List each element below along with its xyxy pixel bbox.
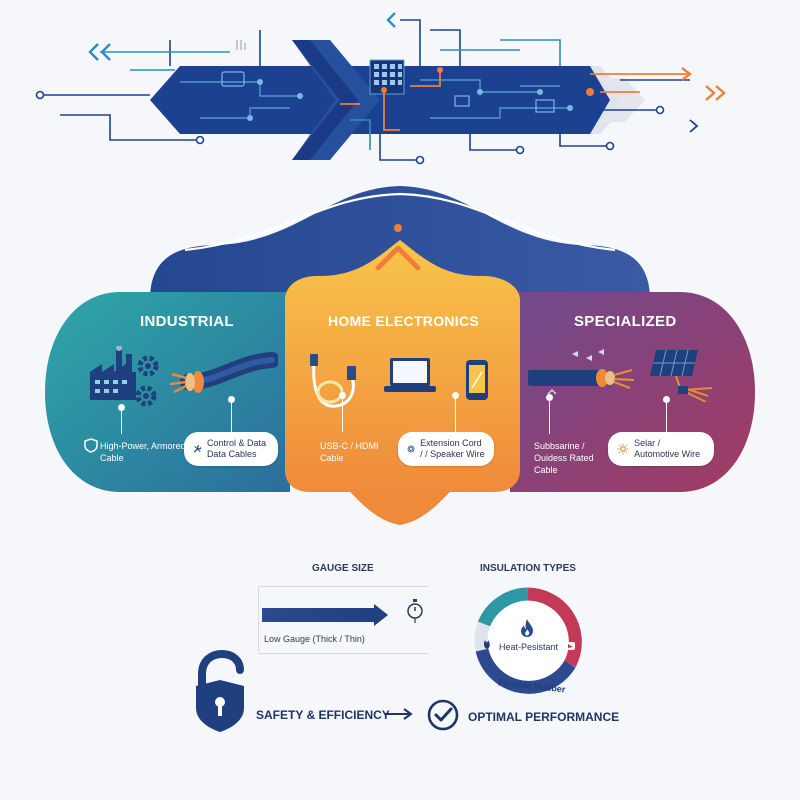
padlock-icon — [196, 650, 244, 732]
industrial-pill-right: Control & Data Data Cables — [184, 432, 278, 466]
connector-line — [231, 400, 232, 434]
industrial-pill-text: Control & Data Data Cables — [206, 438, 266, 459]
connector-dot — [546, 394, 553, 401]
insulation-center-label: Heat-Pesistant — [499, 642, 559, 652]
connector-line — [455, 396, 456, 432]
insulation-title: INSULATION TYPES — [480, 563, 576, 574]
safety-efficiency-text: SAFETY & EFFICIENCY — [256, 708, 390, 722]
home-label-left: USB-C / HDMI Cable — [320, 441, 379, 463]
insulation-donut — [474, 587, 582, 694]
solar-panel-icon — [650, 349, 713, 402]
connector-dot — [228, 396, 235, 403]
gauge-title: GAUGE SIZE — [312, 563, 374, 574]
gear-icon — [135, 355, 159, 407]
arrow-right-icon — [385, 708, 413, 720]
connector-dot — [663, 396, 670, 403]
gauge-arrow-bar — [262, 604, 388, 626]
gauge-frame-left — [258, 586, 259, 652]
home-title: HOME ELECTRONICS — [328, 313, 480, 329]
connector-line — [342, 396, 343, 432]
submarine-cable-icon — [528, 349, 635, 395]
checkmark-icon — [427, 699, 459, 731]
connector-dot — [452, 392, 459, 399]
circuit-banner-icon — [35, 12, 726, 165]
connector-line — [121, 408, 122, 434]
shield-icon — [84, 438, 98, 453]
home-pill-right: Extension Cord / / Speaker Wire — [398, 432, 494, 466]
connector-line — [666, 400, 667, 432]
industrial-title: INDUSTRIAL — [140, 313, 234, 330]
connector-dot — [339, 392, 346, 399]
laptop-icon — [384, 358, 436, 392]
specialized-title: SPECIALIZED — [574, 313, 677, 330]
usb-cable-icon — [310, 354, 356, 408]
wrench-icon — [194, 445, 202, 453]
factory-icon — [90, 346, 136, 400]
specialized-pill-text: Selar / Automotive Wire — [634, 438, 701, 459]
phone-icon — [466, 360, 488, 400]
gauge-caption: Low Gauge (Thick / Thin) — [264, 634, 365, 644]
connector-dot — [118, 404, 125, 411]
cord-reel-icon — [407, 445, 415, 453]
industrial-label-left: High-Power, Armored Cable — [100, 441, 186, 463]
sun-icon — [617, 443, 629, 455]
flame-icon — [521, 619, 533, 637]
specialized-pill-right: Selar / Automotive Wire — [608, 432, 714, 466]
specialized-label-left: Subbsarine / Ouidess Rated Cable — [534, 441, 594, 475]
gauge-frame — [258, 586, 428, 654]
optimal-performance-text: OPTIMAL PERFORMANCE — [468, 710, 620, 724]
armored-cable-icon — [169, 352, 278, 394]
stopwatch-icon — [407, 599, 423, 623]
connector-line — [549, 398, 550, 434]
home-pill-text: Extension Cord / / Speaker Wire — [420, 438, 485, 459]
